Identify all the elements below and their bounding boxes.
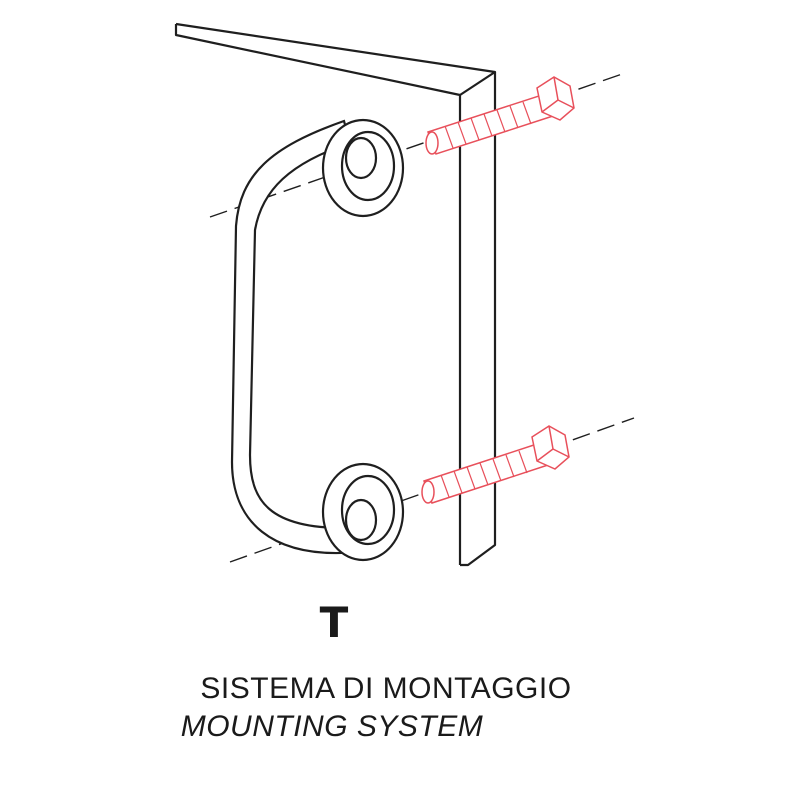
caption-italian: SISTEMA DI MONTAGGIO bbox=[200, 672, 572, 705]
handle bbox=[230, 118, 405, 562]
system-code: T bbox=[319, 598, 349, 647]
door-panel bbox=[174, 22, 497, 567]
top-screw bbox=[425, 76, 575, 155]
caption-english: MOUNTING SYSTEM bbox=[180, 710, 484, 743]
bottom-screw bbox=[421, 425, 570, 504]
